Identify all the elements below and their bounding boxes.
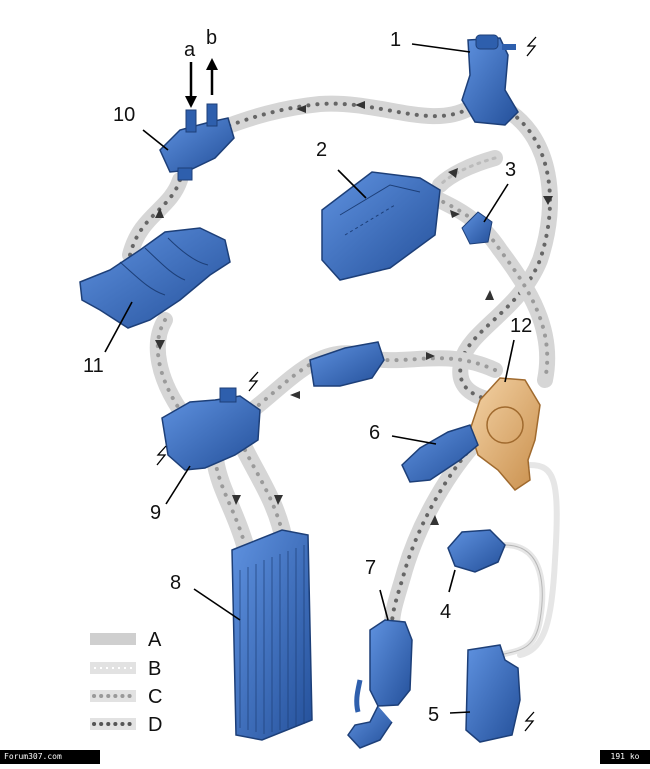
component-9-throttle-body [161,387,261,471]
callout-7: 7 [365,557,377,579]
callout-a: a [184,39,196,61]
callout-8: 8 [170,572,182,594]
callout-11: 11 [83,355,104,377]
callout-4: 4 [440,601,452,623]
arrow-b-head [206,58,218,70]
footer-source-label: Forum307.com [0,750,100,764]
footer-size-label: 191 ko [600,750,650,764]
callout-3: 3 [505,159,517,181]
legend-swatch-c [90,690,136,702]
legend-swatches [90,633,136,730]
lightning-icon [156,36,537,732]
inlet-outlet-arrows [185,58,218,108]
callout-2: 2 [316,139,328,161]
callout-5: 5 [428,704,440,726]
legend-label-a: A [148,629,162,651]
legend-label-c: C [148,686,163,708]
footer-bar: Forum307.com 191 ko [0,750,650,764]
component-12-turbocharger [469,377,541,491]
component-7-catalytic-converter [347,619,413,749]
flow-arrows [155,101,553,525]
duct-turbo-to-7 [384,432,486,633]
callout-1: 1 [390,29,402,51]
component-1-egr-valve [461,34,519,126]
callout-9: 9 [150,502,162,524]
component-2-air-filter [321,171,441,281]
legend-label-d: D [148,714,163,736]
component-8-intercooler [231,529,313,741]
callout-12: 12 [510,315,533,337]
legend-swatch-a [90,633,136,645]
component-4-vacuum-capsule [447,529,506,573]
leader-lines [104,43,515,714]
component-charge-pipe-fitting [309,341,385,387]
component-5-solenoid-valve [465,644,521,743]
vacuum-hose-turbo-5 [517,462,560,658]
legend-label-b: B [148,658,162,680]
component-11-intake-manifold [79,227,231,329]
arrow-a-head [185,96,197,108]
callout-b: b [206,27,218,49]
component-6-exhaust-manifold [401,424,479,483]
component-10-housing [159,103,235,181]
callout-6: 6 [369,422,381,444]
callout-10: 10 [113,104,136,126]
legend-swatch-d [90,718,136,730]
